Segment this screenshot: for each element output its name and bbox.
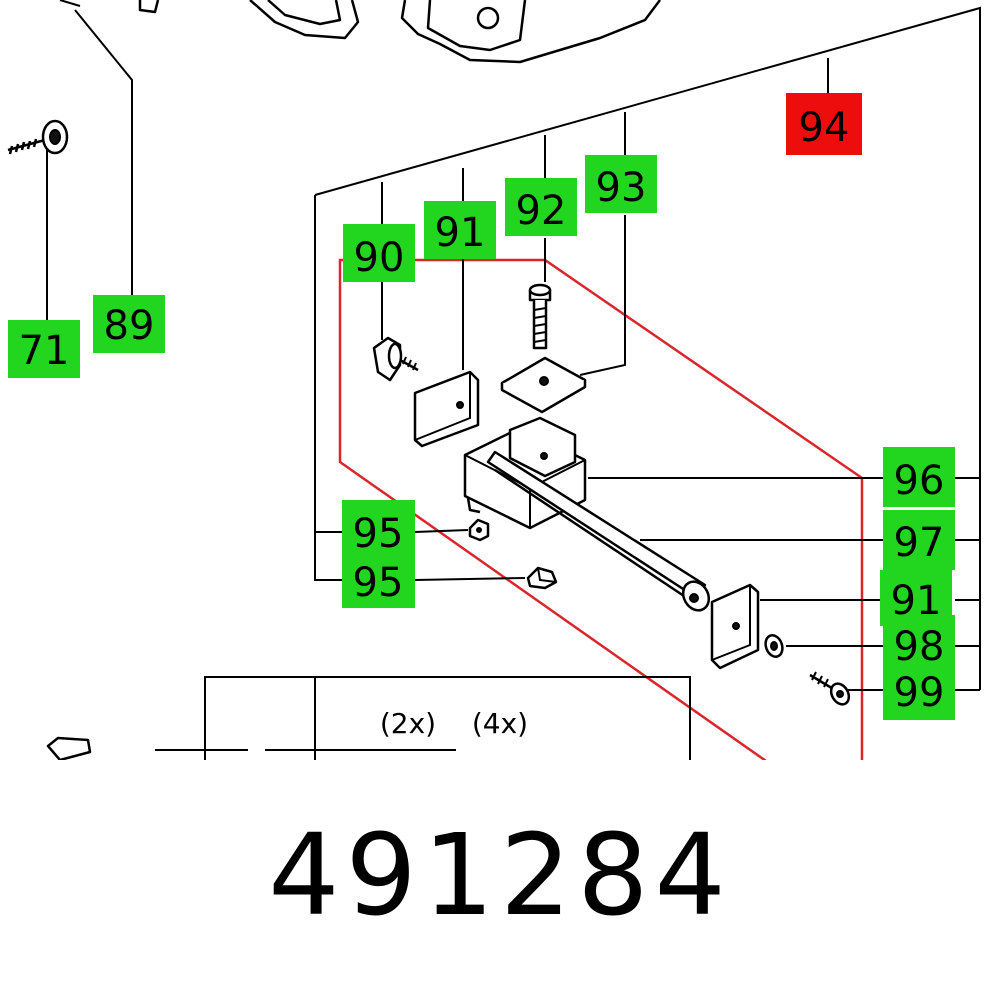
screw-71-drawing: [7, 119, 69, 155]
nut-95-upper-drawing: [468, 518, 490, 542]
part-number: 491284: [268, 811, 732, 941]
pad-91-lower-drawing: [710, 583, 760, 670]
screw-92-drawing: [528, 283, 552, 350]
callout-92[interactable]: 92: [505, 178, 577, 236]
callout-99[interactable]: 99: [883, 668, 955, 720]
callout-96-text: 96: [894, 458, 945, 504]
leader-lines-left: [46, 9, 133, 320]
plate-93-drawing: [500, 356, 587, 414]
callout-93[interactable]: 93: [585, 155, 657, 213]
callout-71-text: 71: [19, 328, 70, 374]
guide-bar-97-drawing: [486, 450, 711, 612]
machine-housing-partial: [59, 0, 661, 64]
callout-91-upper[interactable]: 91: [424, 201, 496, 259]
callout-frame-lines: [314, 6, 981, 691]
callout-95-lower-text: 95: [353, 560, 404, 606]
callout-89[interactable]: 89: [93, 295, 165, 353]
callout-94-text: 94: [799, 105, 850, 151]
exploded-parts-diagram: (2x) (4x) 71 89 90 91 92 93 94 95 95 96: [7, 0, 981, 760]
callout-96[interactable]: 96: [883, 447, 955, 507]
callout-95-upper-text: 95: [353, 511, 404, 557]
quantity-table: [46, 676, 691, 760]
callout-90-text: 90: [354, 235, 405, 281]
washer-98-drawing: [764, 634, 784, 658]
pad-91-upper-drawing: [413, 370, 480, 448]
callout-98-text: 98: [894, 624, 945, 670]
quantity-2x: (2x): [380, 707, 436, 740]
callout-97-text: 97: [894, 520, 945, 566]
callout-71[interactable]: 71: [8, 320, 80, 378]
callout-94[interactable]: 94: [786, 93, 862, 155]
callout-98[interactable]: 98: [883, 615, 955, 671]
callout-93-text: 93: [596, 165, 647, 211]
callout-99-text: 99: [894, 670, 945, 716]
callout-95-lower[interactable]: 95: [342, 558, 415, 608]
callout-95-upper[interactable]: 95: [342, 500, 415, 558]
quantity-4x: (4x): [472, 707, 528, 740]
nut-95-lower-drawing: [526, 566, 558, 590]
callout-92-text: 92: [516, 188, 567, 234]
leader-lines-internal: [381, 215, 883, 691]
screw-99-drawing: [809, 671, 851, 706]
callout-97[interactable]: 97: [883, 510, 955, 570]
callout-90[interactable]: 90: [343, 224, 415, 282]
callout-91-upper-text: 91: [435, 210, 486, 256]
callout-89-text: 89: [104, 303, 155, 349]
assembly-94-outline: [338, 258, 864, 760]
thumb-screw-90-drawing: [372, 336, 419, 382]
